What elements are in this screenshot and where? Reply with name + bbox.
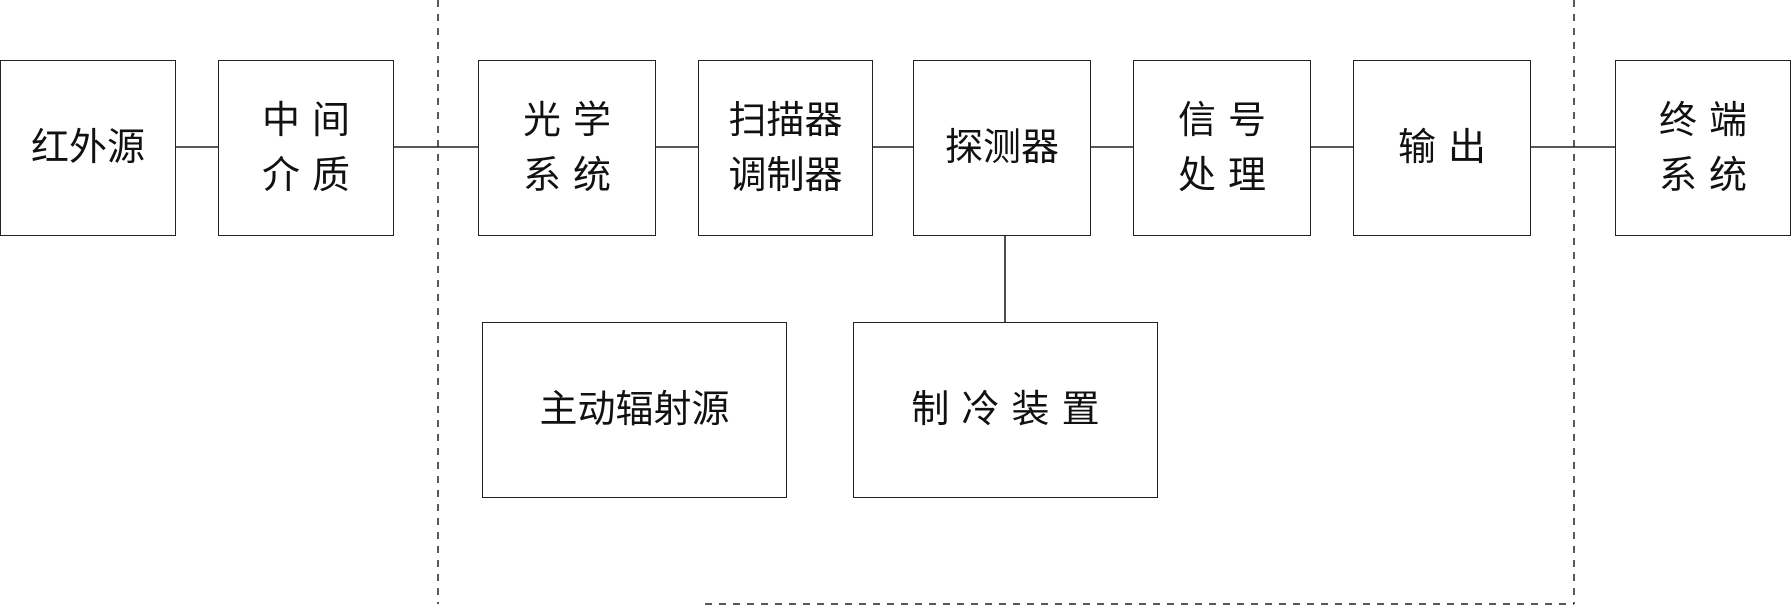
node-output: 输 出 [1353, 60, 1531, 236]
node-label: 信 号 处 理 [1177, 97, 1267, 197]
node-label: 终 端 系 统 [1658, 97, 1748, 197]
node-scanner-modulator: 扫描器 调制器 [698, 60, 873, 236]
node-intermediate-medium: 中 间 介 质 [218, 60, 394, 236]
node-label: 制 冷 装 置 [911, 387, 1100, 432]
node-terminal-system: 终 端 系 统 [1615, 60, 1791, 236]
node-signal-processing: 信 号 处 理 [1133, 60, 1311, 236]
node-infrared-source: 红外源 [0, 60, 176, 236]
node-label: 探测器 [944, 125, 1059, 170]
node-detector: 探测器 [913, 60, 1091, 236]
node-label: 中 间 介 质 [261, 97, 351, 197]
node-label: 扫描器 调制器 [728, 97, 843, 197]
node-label: 输 出 [1397, 125, 1487, 170]
node-optical-system: 光 学 系 统 [478, 60, 656, 236]
node-label: 红外源 [30, 125, 145, 170]
node-label: 光 学 系 统 [522, 97, 612, 197]
node-active-radiation-source: 主动辐射源 [482, 322, 787, 498]
node-label: 主动辐射源 [539, 387, 730, 432]
node-cooling-device: 制 冷 装 置 [853, 322, 1158, 498]
